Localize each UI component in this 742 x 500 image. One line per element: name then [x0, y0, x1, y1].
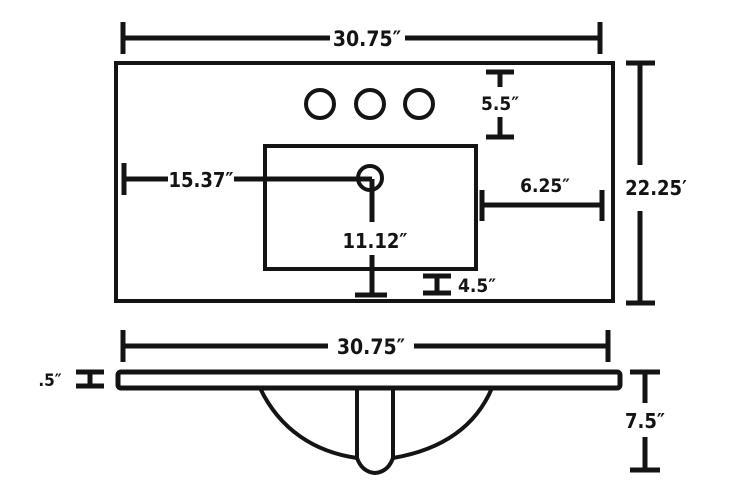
- label-faucet-setback: 5.5″: [481, 93, 519, 115]
- label-drain-offset: 15.37″: [169, 168, 234, 192]
- faucet-hole-center: [354, 88, 386, 120]
- faucet-setback-dimension: [486, 69, 514, 140]
- faucet-hole-left: [304, 88, 336, 120]
- top-width-dimension: [120, 22, 603, 54]
- drain-offset-dimension: [121, 163, 372, 195]
- faucet-holes: [304, 88, 435, 120]
- countertop-outline: [114, 61, 615, 303]
- bowl-depth-dimension: [355, 179, 387, 298]
- sink-bowl-profile: [258, 387, 494, 460]
- top-depth-dimension: [626, 60, 655, 306]
- drain-pipe: [355, 388, 395, 476]
- label-bowl-depth: 11.12″: [343, 229, 408, 253]
- faucet-hole-right: [403, 88, 435, 120]
- label-bowl-front-offset: 4.5″: [458, 275, 496, 297]
- label-thickness: .5″: [38, 371, 61, 391]
- countertop-slab-side: [115, 369, 623, 391]
- height-dimension: [630, 369, 660, 473]
- label-bowl-right-offset: 6.25″: [520, 175, 570, 197]
- label-top-depth: 22.25′: [625, 176, 687, 200]
- label-height: 7.5″: [625, 409, 665, 433]
- side-width-dimension: [120, 330, 611, 362]
- bowl-right-offset-dimension: [479, 190, 605, 221]
- bowl-front-offset-dimension: [423, 273, 451, 296]
- thickness-dimension: [76, 369, 104, 389]
- label-side-width: 30.75″: [337, 335, 405, 359]
- label-top-width: 30.75″: [333, 27, 401, 51]
